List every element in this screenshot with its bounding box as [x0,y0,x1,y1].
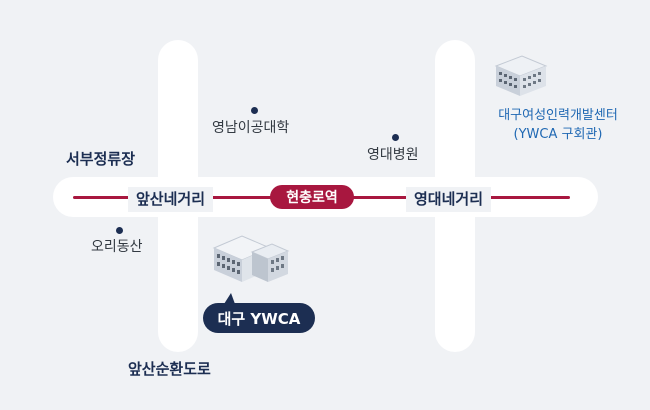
landmark-dot-ori-park [116,227,123,234]
ywca-label: 대구 YWCA [217,309,301,328]
women-center-label: 대구여성인력개발센터 (YWCA 구회관) [478,107,638,145]
station-hyeonchungro: 현충로역 [270,185,354,209]
center-building-icon [494,55,548,96]
landmark-yeongdae-hospital: 영대병원 [367,147,419,163]
women-center-name: 대구여성인력개발센터 [498,108,618,123]
ywca-pointer [224,293,235,304]
station-label: 현충로역 [286,190,338,206]
bus-terminal-label: 서부정류장 [66,150,136,168]
ywca-building-icon [212,235,290,282]
landmark-dot-yeungnam-college [251,107,258,114]
junction-apsan: 앞산네거리 [128,187,214,212]
road-name-label: 앞산순환도로 [128,360,211,378]
landmark-dot-yeongdae-hospital [392,134,399,141]
landmark-ori-park: 오리동산 [91,239,143,255]
ywca-marker[interactable]: 대구 YWCA [203,303,315,333]
junction-yeongdae: 영대네거리 [406,187,492,212]
landmark-yeungnam-college: 영남이공대학 [212,120,290,136]
women-center-subname: (YWCA 구회관) [513,126,603,142]
